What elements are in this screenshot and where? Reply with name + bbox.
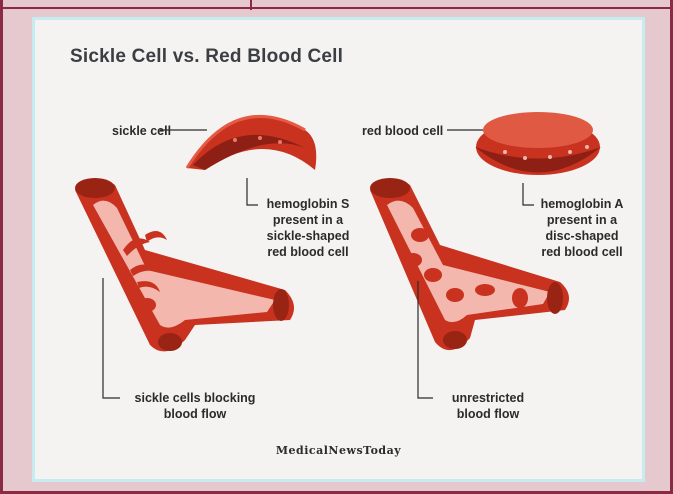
hemoglobin-a-line-3: disc-shaped xyxy=(523,228,641,244)
sickle-cell-label: sickle cell xyxy=(112,123,171,139)
red-blood-cell-label: red blood cell xyxy=(362,123,443,139)
top-border-line xyxy=(0,7,673,9)
sickle-flow-text: sickle cells blocking blood flow xyxy=(120,390,270,422)
top-divider xyxy=(250,0,252,10)
sickle-flow-line-1: sickle cells blocking xyxy=(120,390,270,406)
hemoglobin-s-text: hemoglobin S present in a sickle-shaped … xyxy=(247,196,369,260)
hemoglobin-s-line-4: red blood cell xyxy=(247,244,369,260)
infographic-card: Sickle Cell vs. Red Blood Cell xyxy=(32,17,645,482)
sickle-cell-illustration xyxy=(187,116,316,170)
brand-logo: MedicalNewsToday xyxy=(35,444,642,457)
sickle-flow-line-2: blood flow xyxy=(120,406,270,422)
hemoglobin-s-line-2: present in a xyxy=(247,212,369,228)
red-blood-cell-illustration xyxy=(475,112,601,175)
unrestricted-flow-line-1: unrestricted xyxy=(433,390,543,406)
hemoglobin-a-text: hemoglobin A present in a disc-shaped re… xyxy=(523,196,641,260)
unrestricted-flow-text: unrestricted blood flow xyxy=(433,390,543,422)
hemoglobin-a-line-4: red blood cell xyxy=(523,244,641,260)
hemoglobin-a-line-1: hemoglobin A xyxy=(523,196,641,212)
hemoglobin-a-line-2: present in a xyxy=(523,212,641,228)
hemoglobin-s-line-1: hemoglobin S xyxy=(247,196,369,212)
unrestricted-flow-line-2: blood flow xyxy=(433,406,543,422)
hemoglobin-s-line-3: sickle-shaped xyxy=(247,228,369,244)
